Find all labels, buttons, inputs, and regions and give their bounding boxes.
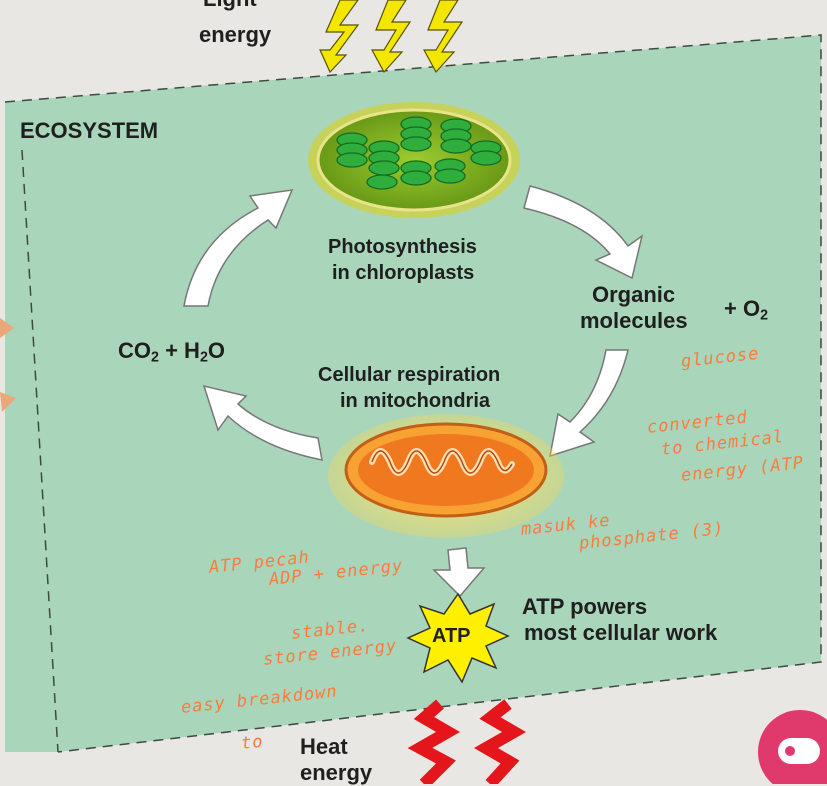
- co2-h2o-label: CO2 + H2O: [118, 338, 226, 366]
- respiration-label-1: Cellular respiration: [318, 364, 501, 386]
- edge-mark: [0, 318, 14, 338]
- atp-star-icon: [406, 592, 510, 684]
- lightning-icon: [319, 0, 464, 74]
- heat-label-1: Heat: [300, 734, 348, 759]
- photosynthesis-label-2: in chloroplasts: [332, 262, 475, 284]
- arrow-co2-to-photosynthesis: [183, 189, 294, 307]
- o2-label: + O2: [724, 296, 769, 324]
- photosynthesis-label-1: Photosynthesis: [328, 236, 477, 258]
- light-energy-label-2: energy: [199, 22, 272, 47]
- organic-label-1: Organic: [592, 282, 676, 307]
- app-logo-icon[interactable]: [758, 710, 827, 784]
- ecosystem-border: [4, 34, 822, 753]
- ecosystem-border-left: [21, 149, 59, 753]
- respiration-label-2: in mitochondria: [340, 390, 490, 412]
- ecosystem-panel: [5, 35, 821, 752]
- chloroplast-icon: [308, 102, 520, 218]
- ecosystem-label: ECOSYSTEM: [20, 118, 159, 143]
- arrow-respiration-to-co2: [202, 384, 323, 461]
- atp-powers-label-1: ATP powers: [522, 594, 648, 619]
- edge-mark: [0, 392, 16, 412]
- heat-zigzag-icon: [407, 699, 526, 784]
- arrow-to-atp: [432, 547, 486, 598]
- mitochondrion-icon: [328, 414, 564, 538]
- light-energy-label-1: Light: [203, 0, 257, 12]
- atp-badge-label: ATP: [432, 625, 471, 647]
- arrow-organic-to-respiration: [549, 349, 629, 458]
- arrow-photosynthesis-to-organic: [523, 185, 644, 280]
- organic-label-2: molecules: [580, 308, 688, 333]
- note-easy-2: to: [240, 731, 265, 754]
- heat-label-2: energy: [300, 760, 373, 785]
- atp-powers-label-2: most cellular work: [524, 620, 718, 645]
